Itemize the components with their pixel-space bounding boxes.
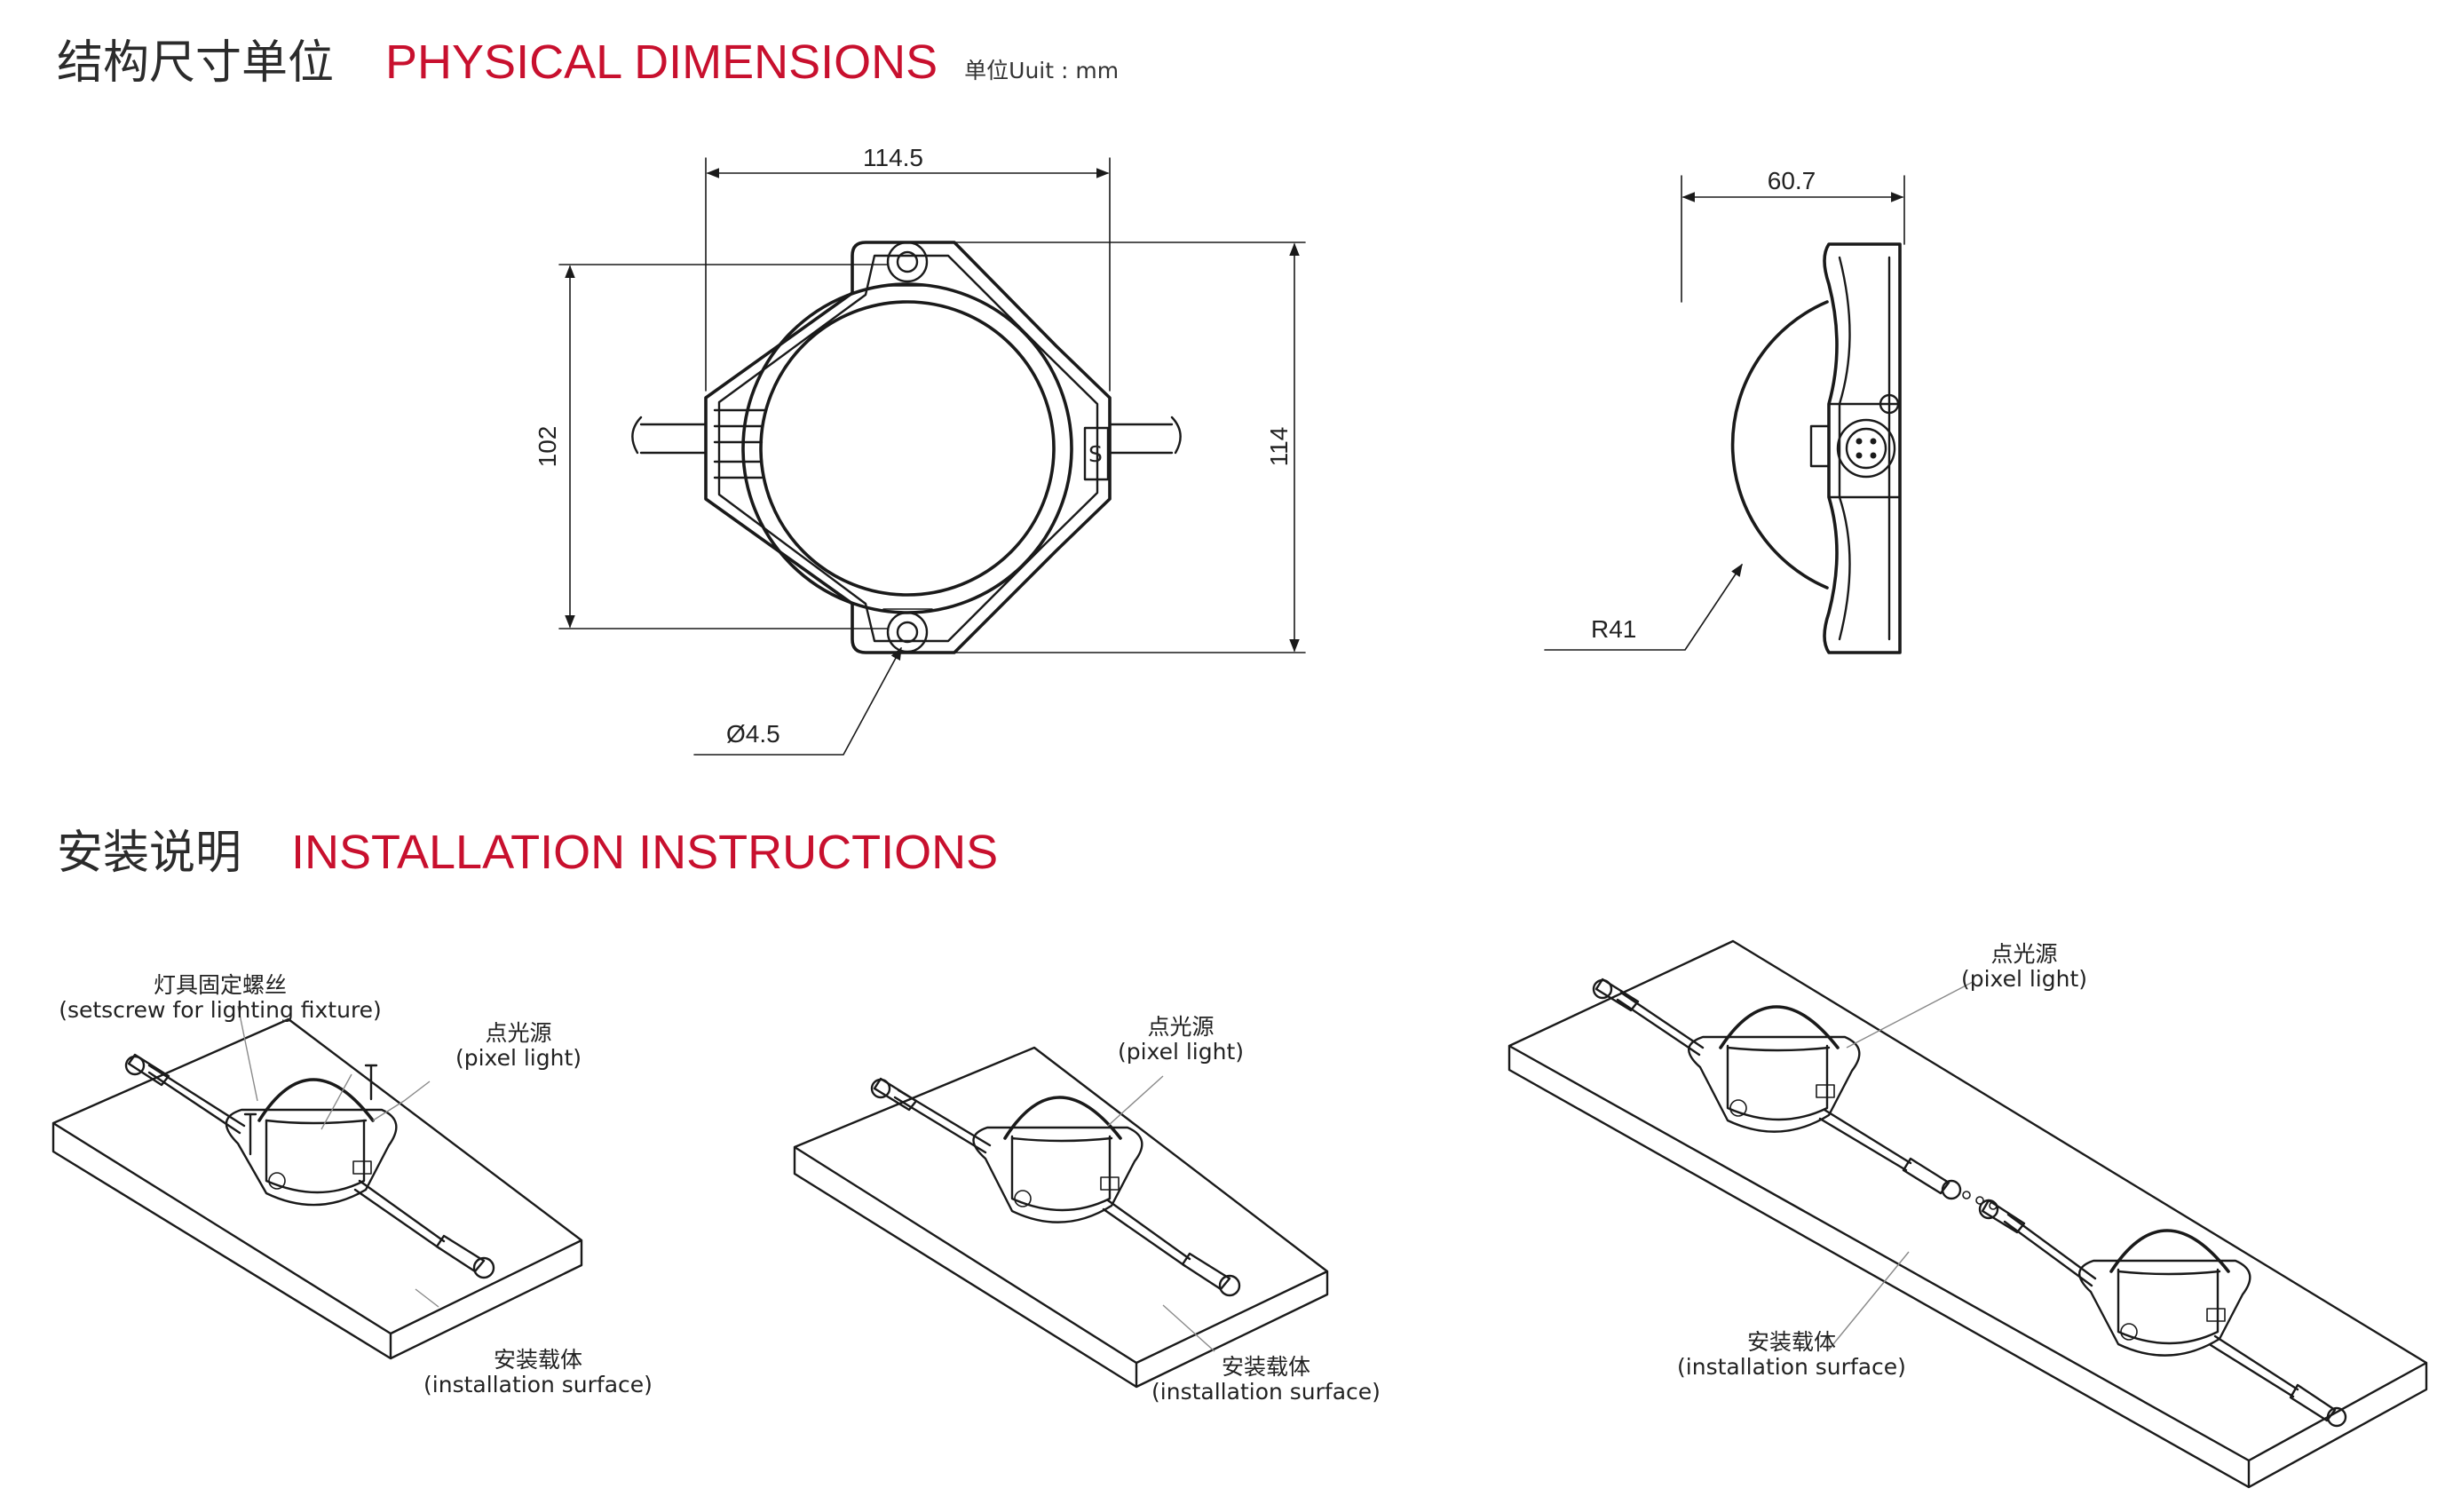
pixel-label-en-2: (pixel light) bbox=[1118, 1039, 1244, 1065]
installation-title-cn: 安装说明 bbox=[57, 827, 242, 880]
housing-inner-outline bbox=[717, 254, 1099, 643]
install-diagram-3: 点光源 (pixel light) 安装载体 (installation sur… bbox=[1507, 939, 2428, 1489]
unit-note: 单位Uuit : mm bbox=[964, 58, 1120, 83]
dim-width: 114.5 bbox=[863, 144, 923, 171]
install-diagram-2: 点光源 (pixel light) 安装载体 (installation sur… bbox=[793, 1014, 1381, 1405]
setscrew-label-cn: 灯具固定螺丝 bbox=[154, 972, 287, 998]
dim-depth: 60.7 bbox=[1768, 167, 1816, 194]
setscrew-label-en: (setscrew for lighting fixture) bbox=[59, 997, 382, 1023]
surface-label-cn-1: 安装载体 bbox=[494, 1347, 582, 1373]
dim-height-outer: 114 bbox=[1265, 427, 1293, 467]
pixel-label-en-3: (pixel light) bbox=[1961, 966, 2087, 992]
dimensions-heading: 结构尺寸单位 PHYSICAL DIMENSIONS 单位Uuit : mm bbox=[57, 25, 1119, 91]
bottom-mount-hole bbox=[882, 608, 933, 653]
front-view: S 114.5 102 114 Ø4.5 bbox=[534, 144, 1306, 756]
dimensions-title-cn: 结构尺寸单位 bbox=[57, 36, 335, 90]
left-cable-stub bbox=[631, 416, 708, 455]
surface-label-en-2: (installation surface) bbox=[1151, 1379, 1381, 1405]
dim-hole: Ø4.5 bbox=[726, 720, 780, 748]
logo-mark: S bbox=[1088, 441, 1103, 467]
right-badge bbox=[1083, 426, 1110, 481]
left-ribs bbox=[713, 408, 767, 479]
dome bbox=[1730, 300, 1829, 590]
side-view: 60.7 R41 bbox=[1544, 167, 1905, 654]
install-diagram-1: 灯具固定螺丝 (setscrew for lighting fixture) 点… bbox=[51, 972, 653, 1397]
lens-outer-ring bbox=[741, 282, 1073, 614]
surface-plate-1 bbox=[51, 1017, 583, 1360]
dimensions-title-en: PHYSICAL DIMENSIONS bbox=[385, 36, 938, 89]
surface-label-cn-3: 安装载体 bbox=[1747, 1329, 1836, 1355]
side-connector bbox=[1836, 418, 1896, 479]
dim-height-inner: 102 bbox=[534, 426, 561, 468]
surface-plate-2 bbox=[793, 1046, 1329, 1389]
surface-label-en-1: (installation surface) bbox=[423, 1372, 653, 1397]
right-cable-stub bbox=[1108, 416, 1182, 455]
lens bbox=[759, 300, 1056, 597]
installation-heading: 安装说明 INSTALLATION INSTRUCTIONS bbox=[57, 815, 998, 882]
installation-title-en: INSTALLATION INSTRUCTIONS bbox=[291, 826, 999, 879]
surface-plate-3 bbox=[1507, 939, 2428, 1489]
pixel-label-cn-1: 点光源 bbox=[485, 1020, 551, 1046]
housing-outline bbox=[704, 241, 1112, 654]
surface-label-en-3: (installation surface) bbox=[1677, 1354, 1906, 1380]
pixel-label-cn-2: 点光源 bbox=[1147, 1014, 1214, 1040]
pixel-label-en-1: (pixel light) bbox=[455, 1045, 582, 1071]
surface-label-cn-2: 安装载体 bbox=[1222, 1354, 1310, 1380]
dim-radius: R41 bbox=[1591, 615, 1636, 643]
pixel-label-cn-3: 点光源 bbox=[1990, 941, 2057, 967]
top-mount-hole bbox=[882, 241, 933, 287]
